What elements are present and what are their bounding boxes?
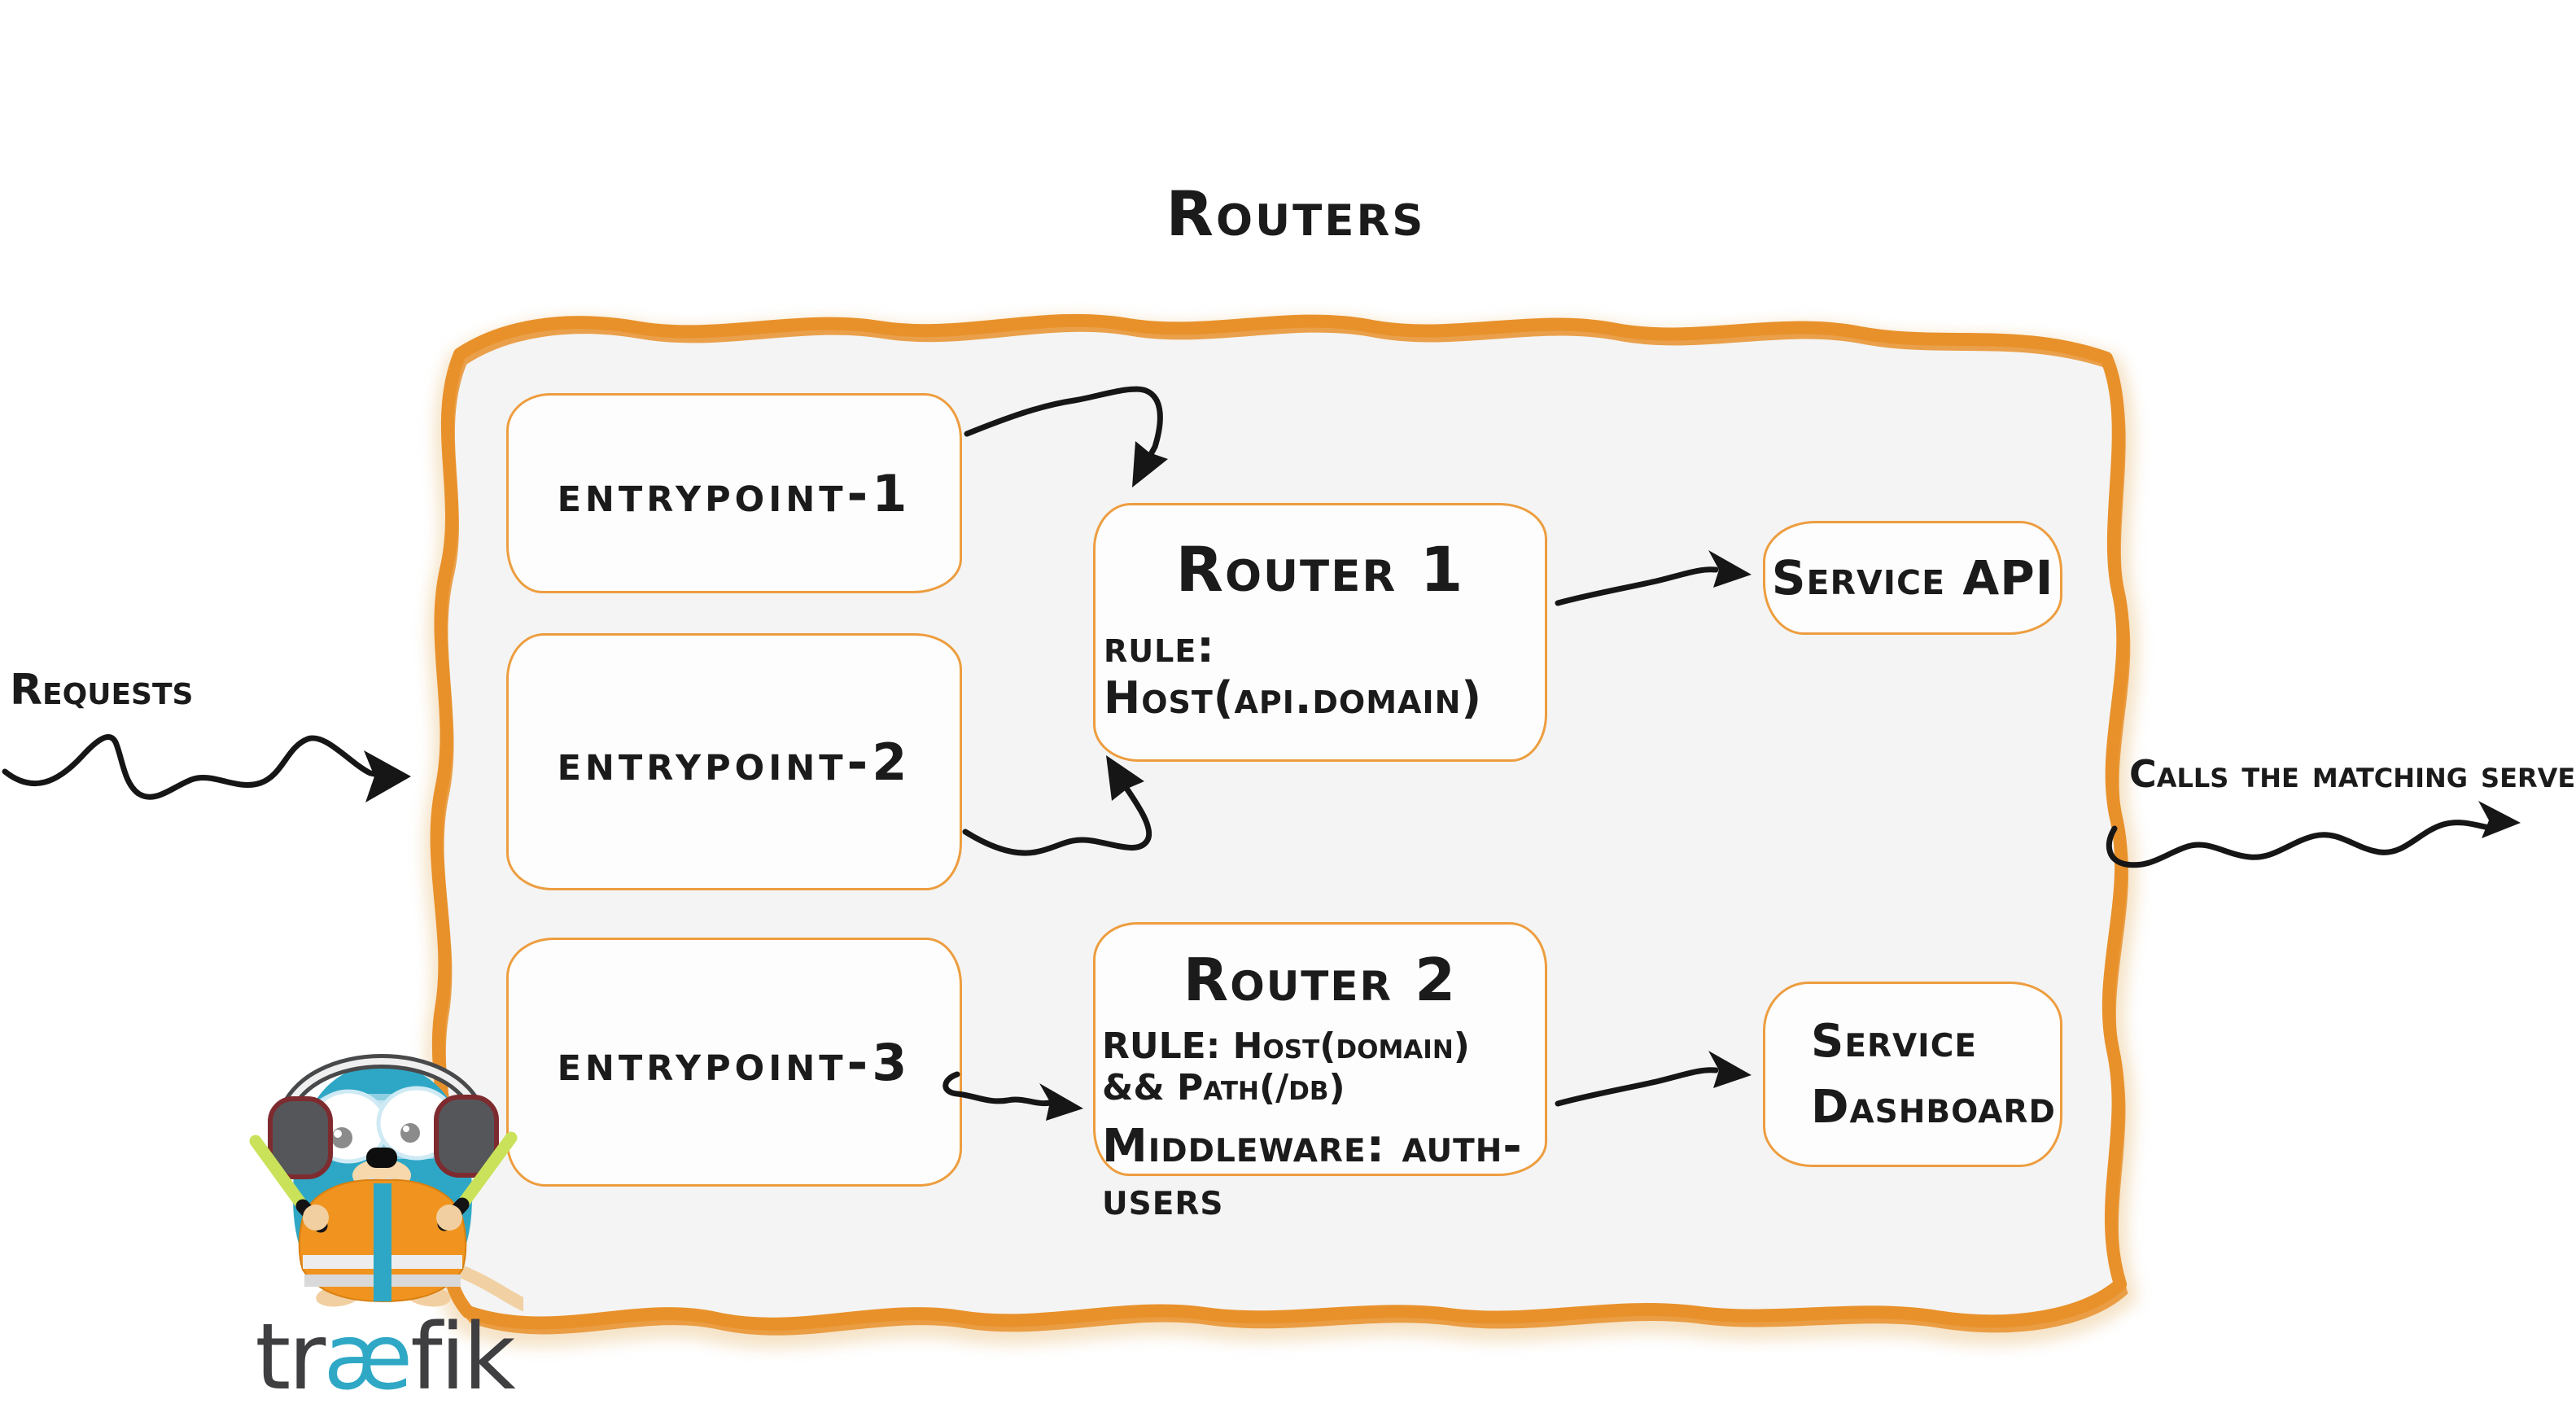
gopher-tail (454, 1265, 523, 1312)
service-api-box: Service API (1763, 521, 2062, 635)
router-1-title: Router 1 (1175, 533, 1465, 606)
gopher-hand-right (436, 1205, 462, 1231)
router2-arrowhead (1708, 1051, 1752, 1088)
router-2-rule: RULE: Host(domain) && Path(/db) (1102, 1025, 1470, 1108)
gopher-vest-stripe-right (391, 1255, 462, 1269)
entrypoint2-router1-arrow (962, 770, 1152, 856)
router-1-box: Router 1 rule: Host(api.domain) (1093, 503, 1547, 762)
entrypoint1-arrowhead (1132, 441, 1168, 488)
calls-label: Calls the matching server (2129, 752, 2576, 796)
router1-serviceapi-arrow (1555, 566, 1719, 606)
gopher-pupil-right (400, 1123, 420, 1143)
gopher-nose (366, 1148, 397, 1168)
wordmark-fik: fik (410, 1305, 515, 1408)
entrypoint-1-box: entrypoint-1 (506, 393, 962, 593)
entrypoint3-arrowhead (1039, 1083, 1083, 1121)
entrypoint-3-box: entrypoint-3 (506, 938, 962, 1187)
service-dashboard-box: Service Dashboard (1763, 982, 2062, 1167)
calls-arrow (2106, 820, 2492, 868)
gopher-vest-gap (374, 1183, 391, 1301)
requests-arrowhead (364, 750, 411, 802)
gopher-pupil-right-glint (403, 1126, 409, 1132)
router1-arrowhead (1708, 550, 1752, 588)
gopher-vest-stripe2-right (391, 1275, 461, 1287)
entrypoint1-router1-arrow (964, 386, 1163, 475)
entrypoint-2-label: entrypoint-2 (557, 732, 912, 792)
wordmark-ae: æ (323, 1305, 413, 1408)
gopher-pupil-left (331, 1127, 352, 1148)
traefik-gopher-mascot (249, 1054, 523, 1312)
requests-arrow (2, 734, 386, 800)
traefik-wordmark: træfik (230, 1312, 539, 1403)
entrypoint-1-label: entrypoint-1 (557, 463, 912, 523)
gopher-baton-left (249, 1135, 309, 1213)
calls-arrowhead (2478, 801, 2521, 838)
entrypoint2-arrowhead (1106, 755, 1144, 801)
gopher-vest-stripe2-left (304, 1275, 374, 1287)
entrypoint-3-label: entrypoint-3 (557, 1032, 912, 1092)
router-2-title: Router 2 (1183, 946, 1458, 1014)
wordmark-tr: tr (255, 1305, 326, 1408)
page-title: Routers (1166, 177, 1426, 250)
router2-servicedashboard-arrow (1555, 1067, 1719, 1107)
service-api-label: Service API (1771, 550, 2054, 606)
router-1-rule: rule: Host(api.domain) (1104, 621, 1483, 724)
service-dashboard-label: Service Dashboard (1811, 1014, 2056, 1134)
gopher-earcup-left (268, 1096, 333, 1179)
gopher-vest-stripe-left (303, 1255, 374, 1269)
router-2-box: Router 2 RULE: Host(domain) && Path(/db)… (1093, 922, 1547, 1226)
gopher-hand-left (303, 1205, 329, 1231)
router-2-middleware: Middleware: auth-users (1102, 1120, 1523, 1226)
gopher-pupil-left-glint (334, 1130, 342, 1138)
requests-label: Requests (10, 666, 194, 715)
entrypoint-2-box: entrypoint-2 (506, 633, 962, 890)
